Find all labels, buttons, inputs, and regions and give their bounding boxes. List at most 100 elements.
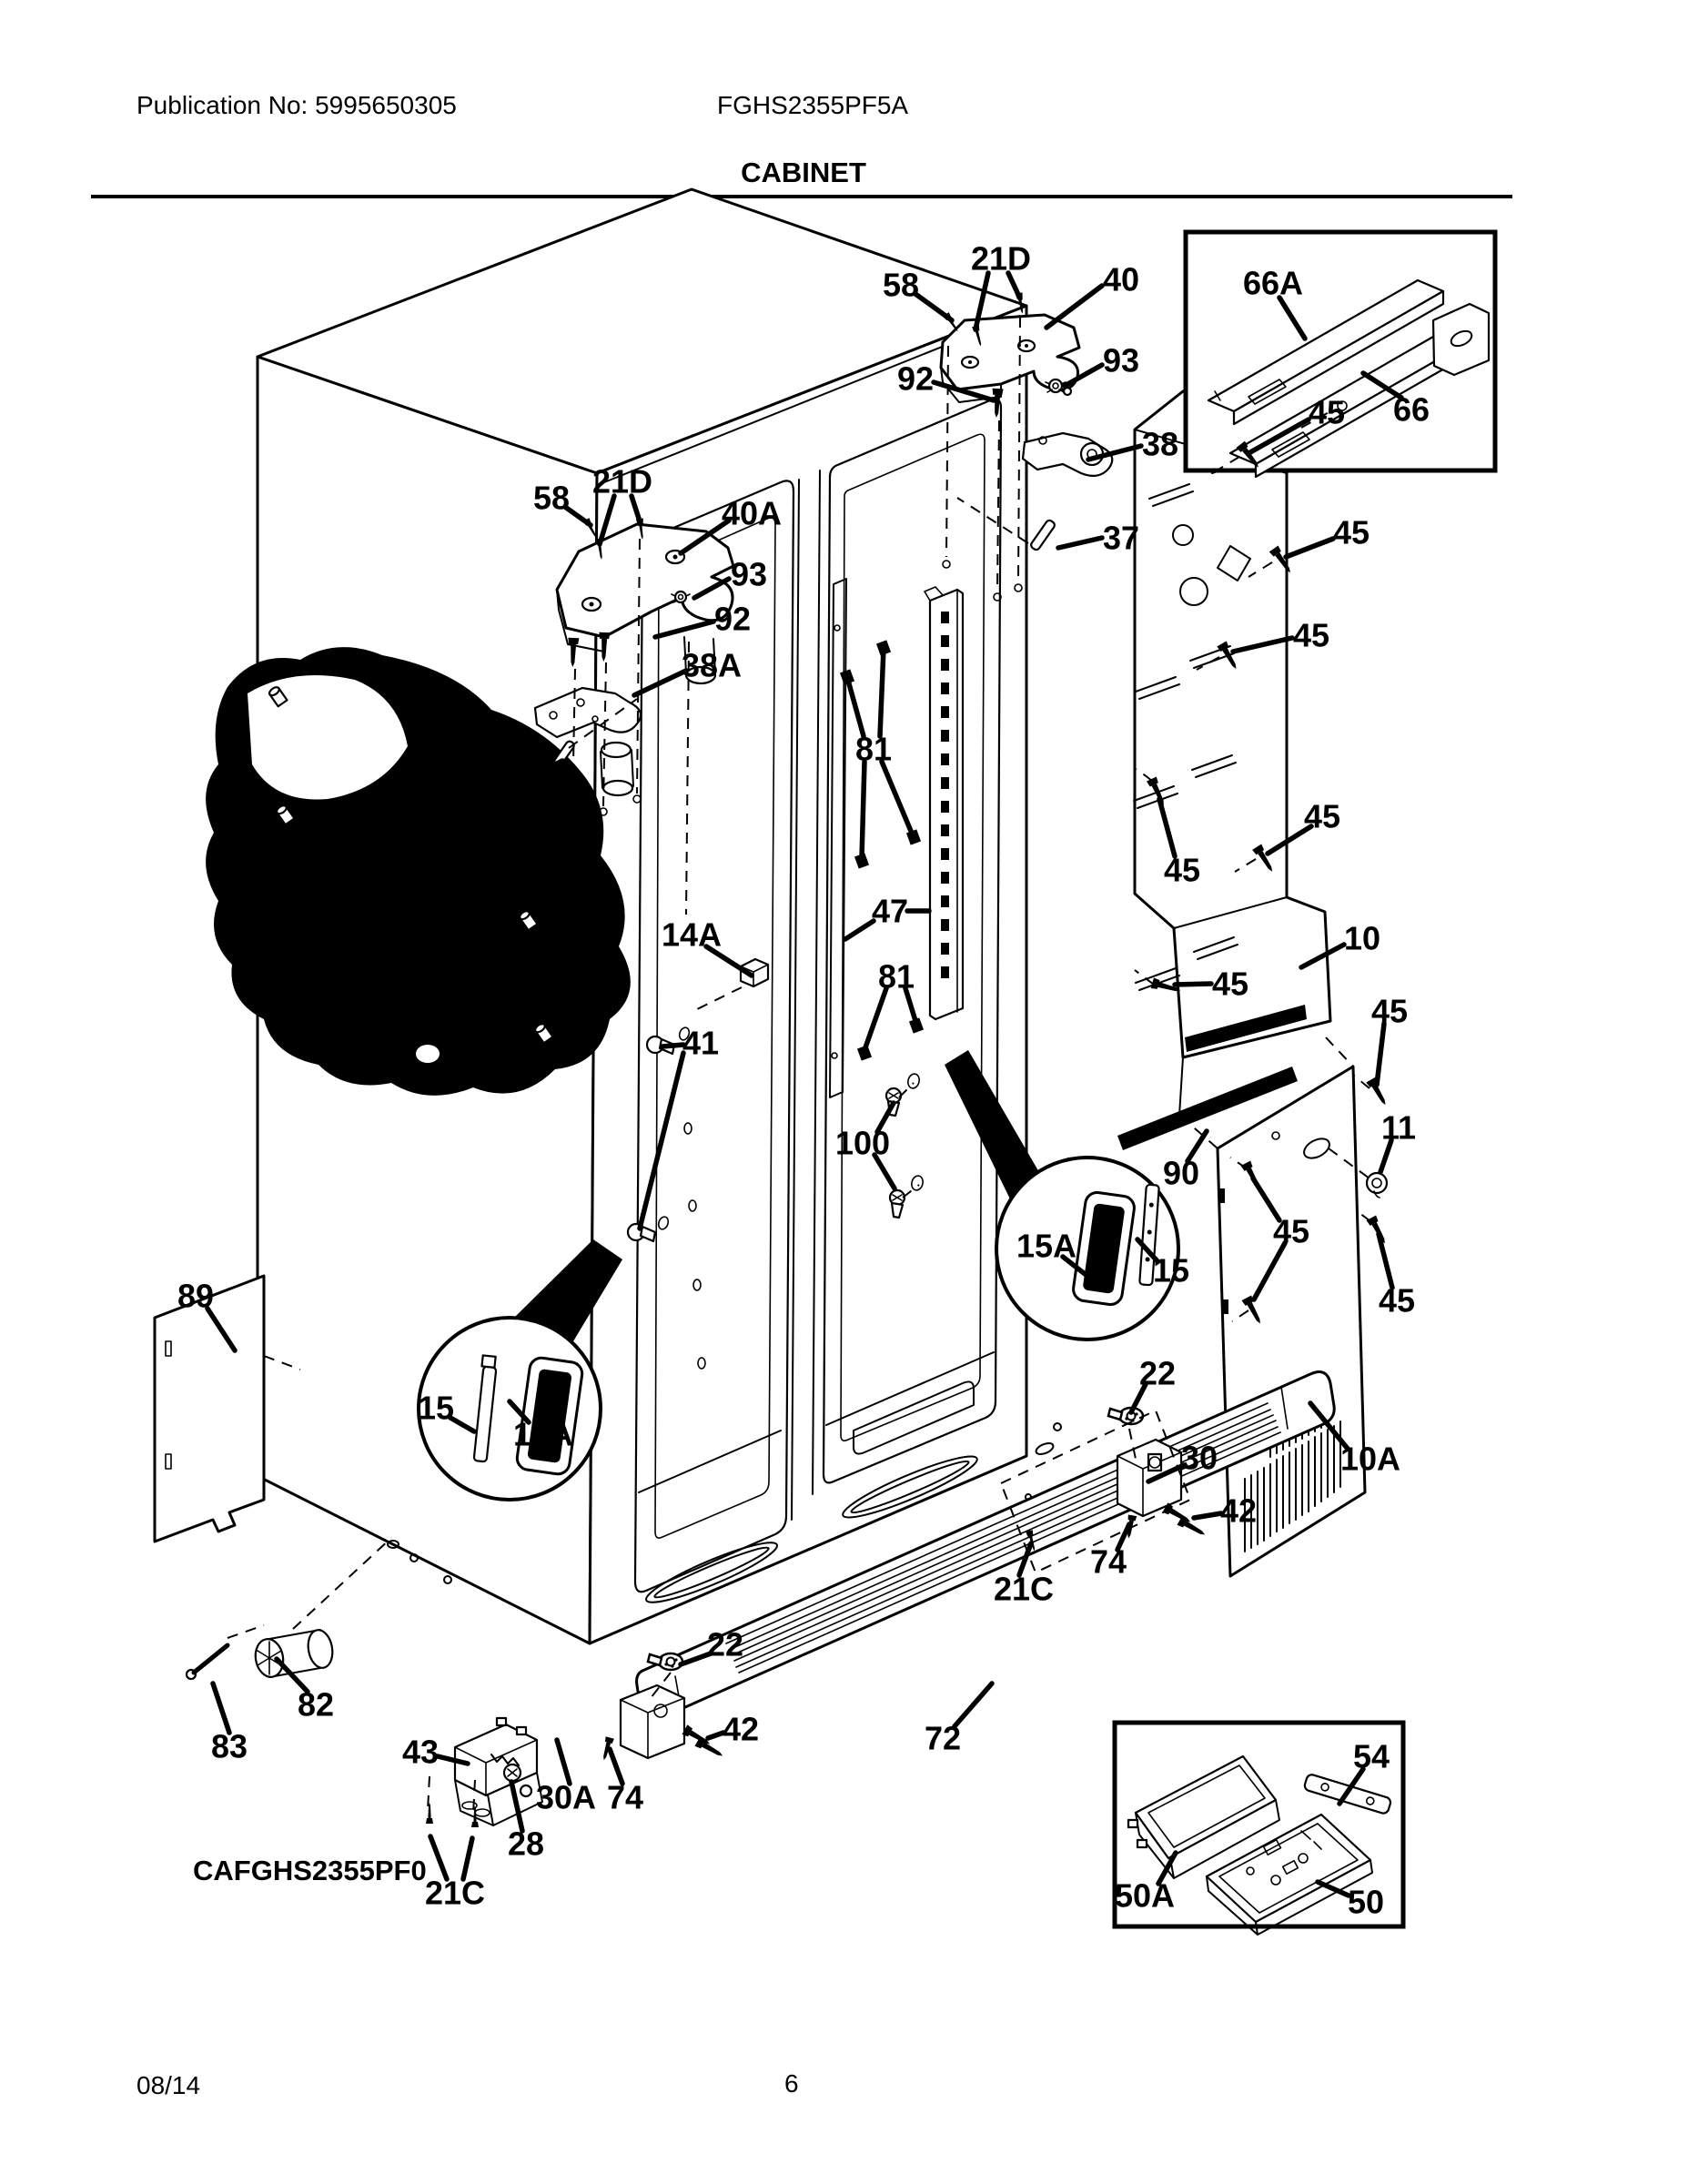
callout-leader: [952, 1681, 995, 1729]
callout-leader: [1191, 1511, 1224, 1521]
air-filter-15a-right: [1072, 1191, 1136, 1306]
callout-label-100: 100: [835, 1125, 890, 1162]
callout-leader: [448, 1415, 477, 1434]
front-bracket-30a: [600, 1652, 726, 1762]
nut-93b: [671, 590, 691, 604]
callout-label-21D: 21D: [971, 240, 1031, 278]
callout-leader: [879, 759, 915, 838]
callout-leader: [507, 1399, 531, 1425]
callout-label-38: 38: [1142, 426, 1178, 463]
callout-leader: [1283, 536, 1336, 560]
callout-leader: [597, 493, 617, 547]
callout-label-37: 37: [1103, 520, 1139, 557]
refrigerator-cabinet: [256, 187, 1062, 1645]
callout-label-45: 45: [1304, 798, 1340, 835]
callout-leader: [1277, 295, 1308, 341]
callout-leader: [1251, 1240, 1288, 1302]
callout-leader: [859, 759, 867, 861]
callout-label-66A: 66A: [1243, 265, 1303, 302]
callout-label-47: 47: [872, 893, 908, 930]
callout-label-89: 89: [177, 1278, 214, 1315]
callout-leader: [874, 1100, 896, 1135]
callout-leader: [1185, 1128, 1209, 1164]
callout-leader: [862, 986, 889, 1053]
callout-leader: [844, 674, 866, 739]
callout-leader: [1128, 1381, 1148, 1415]
callout-label-58: 58: [883, 267, 919, 304]
callout-leader: [1378, 1138, 1394, 1175]
top-hinge-right-assembly: [939, 292, 1114, 551]
callout-leader: [913, 291, 955, 323]
callout-label-28: 28: [508, 1825, 544, 1863]
filter-bracket-15-right: [1138, 1183, 1160, 1287]
callout-leader: [1062, 362, 1105, 389]
callout-label-45: 45: [1212, 966, 1248, 1003]
callout-label-54: 54: [1353, 1738, 1390, 1775]
model-number: FGHS2355PF5A: [717, 91, 909, 119]
callout-label-81: 81: [878, 958, 915, 996]
callout-label-38A: 38A: [682, 647, 742, 684]
callout-label-74: 74: [607, 1779, 643, 1816]
callout-label-15A: 15A: [1016, 1228, 1076, 1265]
control-box-50: [1205, 1813, 1373, 1936]
callout-label-81: 81: [855, 731, 892, 768]
callout-label-40: 40: [1103, 261, 1139, 298]
callout-leader: [1156, 1850, 1178, 1886]
callout-leader: [652, 619, 716, 640]
hinge-cover-40: [939, 313, 1081, 391]
callout-leader: [629, 493, 643, 527]
detail-pointer-right: [945, 1050, 1046, 1210]
callout-label-11: 11: [1381, 1109, 1416, 1147]
callout-label-45: 45: [1333, 514, 1370, 551]
fresh-food-cavity: [822, 398, 1003, 1484]
callout-label-82: 82: [298, 1686, 334, 1724]
callout-label-43: 43: [402, 1734, 439, 1771]
callout-leader: [1146, 1463, 1185, 1484]
footer-page-number: 6: [784, 2069, 799, 2098]
callout-leader: [1299, 942, 1347, 970]
callout-leader: [274, 1656, 310, 1694]
fasteners-100: [884, 1073, 924, 1219]
callout-label-45: 45: [1164, 852, 1200, 889]
cavity-wall-holes: [683, 1122, 706, 1370]
callout-label-21C: 21C: [994, 1571, 1054, 1608]
callout-label-90: 90: [1163, 1155, 1199, 1192]
callout-label-92: 92: [897, 360, 934, 398]
callout-leader: [428, 1834, 450, 1882]
callout-label-58: 58: [533, 480, 570, 517]
callout-leader: [1044, 283, 1105, 330]
callout-label-66: 66: [1393, 391, 1430, 429]
callout-leader: [1337, 1766, 1366, 1806]
callout-leader: [660, 1042, 686, 1049]
detail-circle-left: [417, 1316, 602, 1502]
callout-label-22: 22: [707, 1626, 743, 1663]
callout-leader: [632, 668, 689, 698]
callout-leader: [562, 504, 593, 528]
callout-label-14A: 14A: [662, 916, 722, 954]
callout-label-30: 30: [1181, 1440, 1218, 1477]
callout-label-45: 45: [1273, 1213, 1309, 1250]
rail-66a: [1207, 278, 1445, 426]
roller-82: [254, 1629, 334, 1678]
roller-pin-83: [185, 1643, 230, 1681]
alignment-dashes: [227, 316, 1371, 1815]
footer-date: 08/14: [136, 2071, 201, 2099]
callout-leader: [1308, 1400, 1350, 1451]
callout-label-40A: 40A: [722, 495, 782, 532]
callout-leader: [1016, 1541, 1034, 1578]
cabinet-code: CAFGHS2355PF0: [193, 1855, 427, 1886]
callout-label-15: 15: [418, 1390, 454, 1427]
air-filter-15a-left: [515, 1356, 584, 1476]
callout-leader: [1265, 824, 1314, 856]
callout-label-45: 45: [1371, 993, 1408, 1030]
callout-leader: [705, 1730, 726, 1741]
callout-leader: [1157, 796, 1178, 859]
roller-bracket-43: [426, 1716, 543, 1827]
callout-leader: [1230, 635, 1295, 654]
callout-label-83: 83: [211, 1728, 248, 1765]
callout-leader: [1060, 1254, 1091, 1279]
screw-21c-bottom: [426, 1803, 433, 1824]
callout-label-50: 50: [1348, 1884, 1384, 1921]
